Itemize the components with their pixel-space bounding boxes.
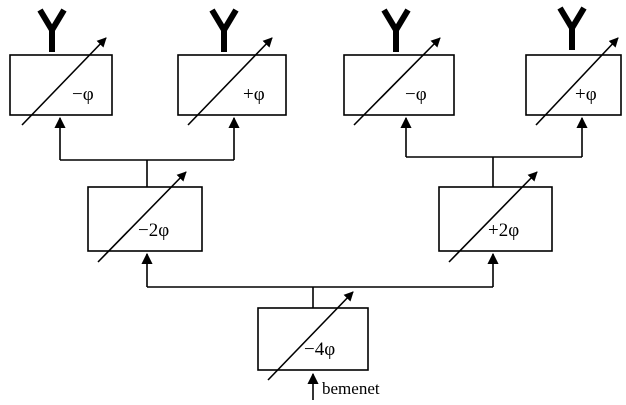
phase-shifter-top-2: +φ (177, 37, 287, 126)
phase-label-top-4: +φ (575, 84, 597, 105)
phase-label-top-1: −φ (72, 84, 94, 105)
antenna-icon (209, 8, 239, 52)
antenna-icon (37, 8, 67, 52)
phase-shifter-mid-right: +2φ (438, 171, 553, 263)
antenna-icon (381, 8, 411, 52)
phase-shifter-root: −4φ (257, 291, 369, 381)
phase-shifter-top-4: +φ (525, 37, 622, 126)
connector-right-to-top (400, 116, 588, 187)
phase-shifter-mid-left: −2φ (87, 171, 203, 263)
phase-label-top-3: −φ (405, 84, 427, 105)
phase-label-mid-left: −2φ (138, 220, 169, 241)
phase-label-top-2: +φ (243, 84, 265, 105)
connector-root-to-mid (141, 252, 499, 308)
phase-label-root: −4φ (304, 339, 335, 360)
connector-left-to-top (54, 116, 240, 187)
input-label: bemenet (322, 379, 380, 398)
phase-shifter-top-3: −φ (343, 37, 455, 126)
antenna-icon (557, 6, 587, 50)
phase-label-mid-right: +2φ (488, 220, 519, 241)
phase-shifter-top-1: −φ (9, 37, 113, 126)
